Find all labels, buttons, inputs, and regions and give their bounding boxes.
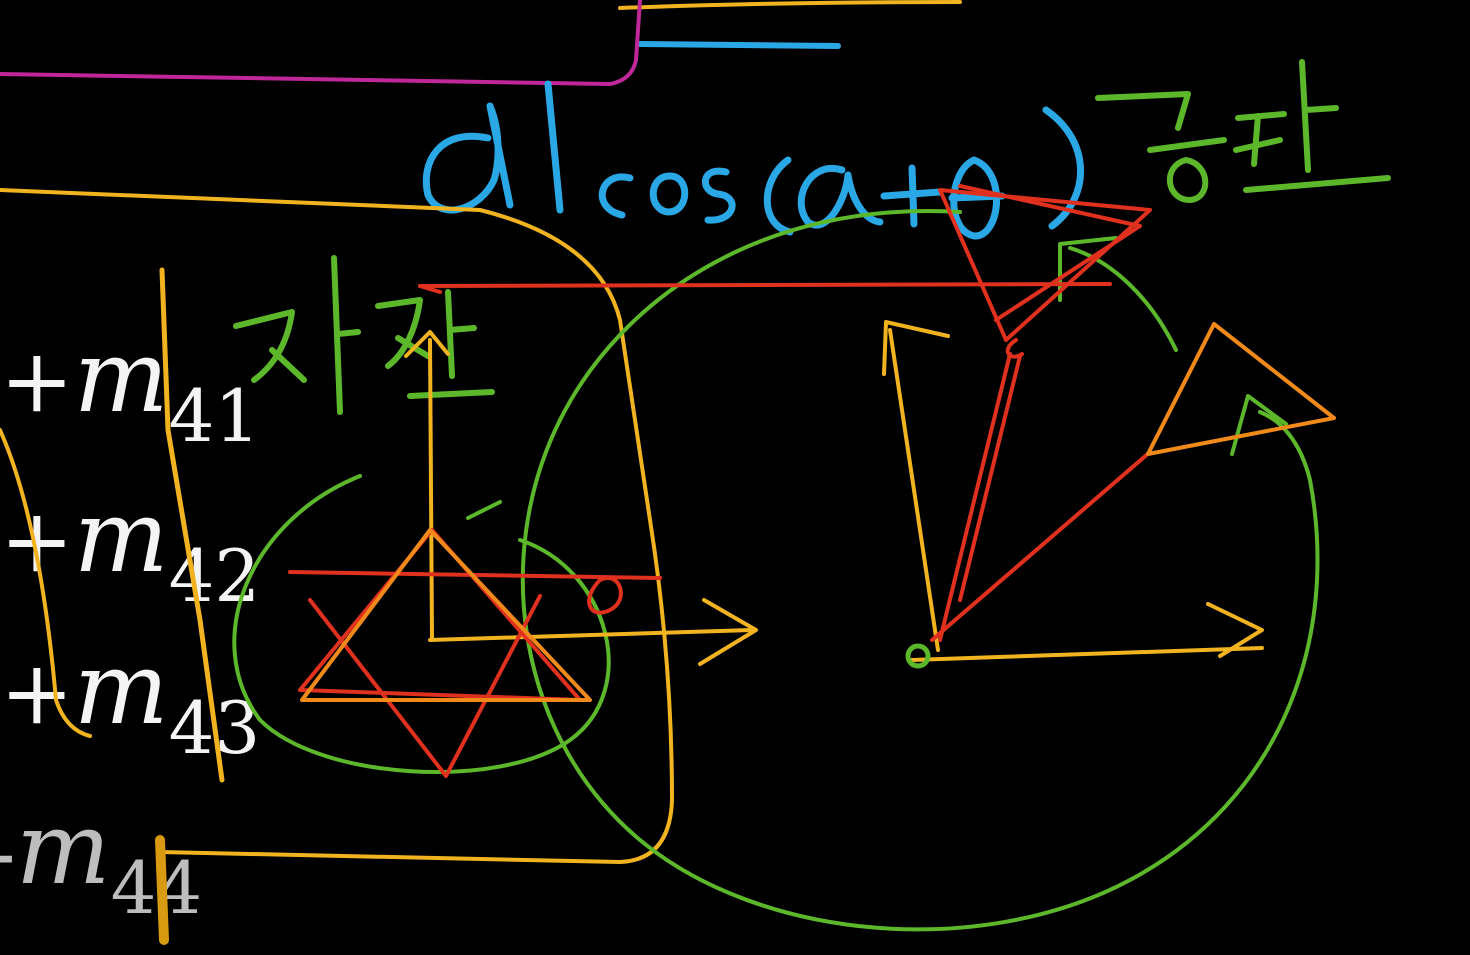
- green-rotation-ellipse: [232, 474, 611, 774]
- left-orange-triangle: [300, 528, 592, 702]
- yellow-top-stroke: [618, 0, 962, 10]
- term-variable: m: [73, 478, 169, 595]
- green-top-arrow: [1058, 236, 1178, 352]
- handwritten-formula: [422, 80, 1085, 240]
- term-variable: m: [73, 318, 169, 435]
- left-y-axis: [404, 330, 450, 642]
- label-rotation: [233, 255, 495, 415]
- term-variable: m: [15, 790, 111, 907]
- term-subscript: 42: [168, 534, 261, 618]
- magenta-box-stroke: [0, 0, 642, 86]
- yellow-mark: [155, 835, 169, 945]
- yellow-outline-box: [0, 188, 674, 864]
- term-sign: +: [0, 641, 74, 744]
- right-orange-triangle: [1146, 322, 1336, 456]
- term-variable: m: [73, 630, 169, 747]
- green-orbit-circle: [520, 209, 1320, 932]
- equation-term-m41: +m41: [0, 318, 260, 458]
- term-sign: +: [0, 329, 74, 432]
- left-red-model: [288, 282, 1112, 778]
- equation-term-m42: +m42: [0, 478, 260, 618]
- term-sign: -: [0, 801, 16, 904]
- term-subscript: 41: [168, 374, 261, 458]
- term-sign: +: [0, 489, 74, 592]
- green-orbit-arrowhead: [1230, 394, 1288, 456]
- right-y-axis: [882, 320, 950, 652]
- yellow-left-vertical: [0, 428, 92, 738]
- left-x-axis: [428, 598, 758, 666]
- equation-term-m43: +m43: [0, 630, 260, 770]
- blue-underline-stroke: [637, 41, 841, 49]
- right-x-axis: [910, 602, 1264, 662]
- right-red-model: [930, 184, 1152, 642]
- label-revolution: [1095, 59, 1391, 203]
- right-origin-dot: [905, 643, 931, 669]
- yellow-matrix-divider: [159, 267, 225, 783]
- equation-term-m44: -m44: [0, 790, 202, 930]
